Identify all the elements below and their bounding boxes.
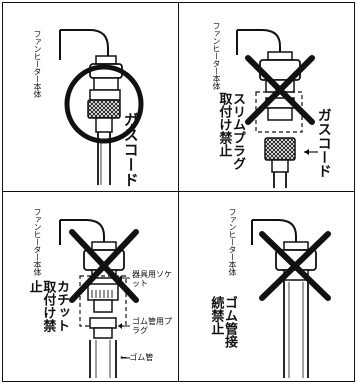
panel4-diagram xyxy=(251,219,331,378)
ok-circle-mark xyxy=(64,64,144,144)
kachitto-warning-text: カチット取付け禁止 xyxy=(26,280,69,332)
heater-body-label: ファンヒーター本体 xyxy=(228,208,237,276)
prohibited-x-mark xyxy=(245,55,315,125)
panel2-diagram xyxy=(236,29,318,188)
rubber-tube-label: ← ゴム管 xyxy=(120,353,154,362)
panel1-diagram xyxy=(59,29,144,185)
gas-cord-label: ガスコード xyxy=(315,108,332,178)
heater-body-label: ファンヒーター本体 xyxy=(33,30,42,98)
slim-plug-warning-text: スリムプラグ取付け禁止 xyxy=(216,92,245,170)
panel3-diagram xyxy=(59,219,139,378)
heater-body-label: ファンヒーター本体 xyxy=(212,22,221,90)
appliance-socket-label: 器具用ソケット xyxy=(132,270,172,288)
prohibited-x-mark xyxy=(69,229,139,303)
panel-rubber-tube-prohibited xyxy=(178,191,355,382)
heater-body-label: ファンヒーター本体 xyxy=(33,208,42,276)
rubber-tube-warning-text: ゴム管接続禁止 xyxy=(208,296,237,348)
prohibited-x-mark xyxy=(259,231,331,301)
rubber-tube-plug-label: ゴム管用プラグ xyxy=(132,317,172,335)
gas-cord-label: ガスコード xyxy=(121,112,140,187)
